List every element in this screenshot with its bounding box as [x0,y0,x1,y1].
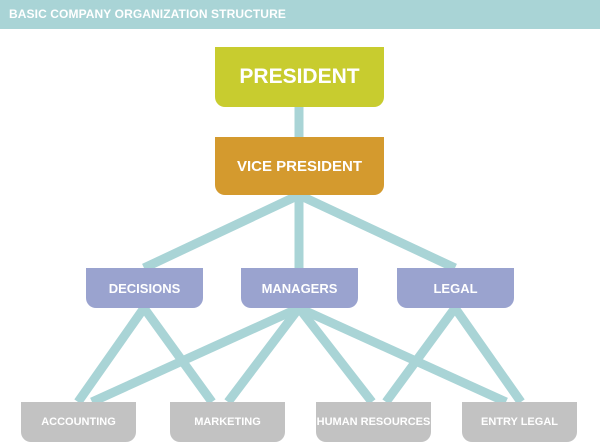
node-accounting-label: ACCOUNTING [41,416,116,428]
node-decisions: DECISIONS [86,268,203,308]
node-entry-legal-label: ENTRY LEGAL [480,416,558,428]
node-marketing-label: MARKETING [194,416,261,428]
page-title: BASIC COMPANY ORGANIZATION STRUCTURE [9,7,286,21]
node-president-label: PRESIDENT [239,65,360,88]
connector-decisions-accounting [74,305,148,405]
connector-vp-legal [297,190,457,273]
header-bar: BASIC COMPANY ORGANIZATION STRUCTURE [0,0,600,29]
connector-managers-accounting [90,303,301,407]
node-human-resources-label: HUMAN RESOURCES [316,416,431,428]
connector-decisions-marketing [140,305,216,405]
node-legal: LEGAL [397,268,514,308]
node-vice-president-label: VICE PRESIDENT [236,157,363,175]
node-decisions-label: DECISIONS [108,280,181,296]
connector-managers-hr [295,305,376,405]
connector-legal-entry-legal [451,305,525,405]
node-accounting: ACCOUNTING [21,402,136,442]
node-managers-label: MANAGERS [261,280,338,296]
node-managers: MANAGERS [241,268,358,308]
connector-managers-entry-legal [297,303,508,407]
node-entry-legal: ENTRY LEGAL [462,402,577,442]
node-human-resources: HUMAN RESOURCES [316,402,431,442]
connector-managers-marketing [224,305,303,405]
node-vice-president: VICE PRESIDENT [215,137,384,195]
node-legal-label: LEGAL [433,280,478,296]
connector-legal-hr [382,305,459,405]
node-marketing: MARKETING [170,402,285,442]
connector-vp-decisions [142,190,301,273]
node-president: PRESIDENT [215,47,384,107]
